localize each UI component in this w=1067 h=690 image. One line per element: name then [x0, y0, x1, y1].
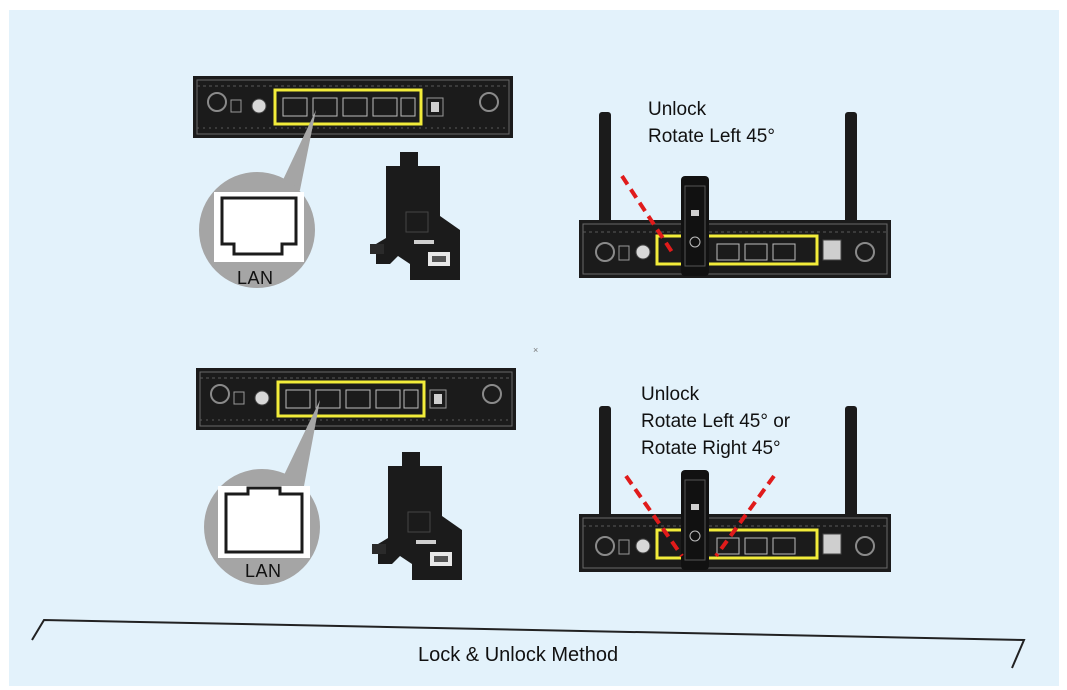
- lan-label-bottom: LAN: [245, 561, 282, 581]
- router-rear-view-bottom: [194, 366, 518, 432]
- rotate-right-guide-bottom: [714, 474, 776, 558]
- instruction-bottom: Unlock Rotate Left 45° or Rotate Right 4…: [641, 381, 790, 462]
- instruction-bottom-line2: Rotate Left 45° or: [641, 411, 791, 432]
- lan-port-icon-top: [214, 192, 304, 262]
- instruction-top-line2: Rotate Left 45°: [648, 126, 775, 147]
- diagram-panel: [9, 10, 1059, 686]
- dongle-side-view-bottom: [371, 451, 463, 581]
- router-rear-view-top: [191, 74, 515, 140]
- instruction-bottom-line1: Unlock: [641, 384, 700, 405]
- instruction-bottom-line3: Rotate Right 45°: [641, 438, 781, 459]
- diagram-caption: Lock & Unlock Method: [418, 644, 619, 666]
- lan-label-top: LAN: [237, 268, 274, 288]
- caption-bracket: [31, 618, 1026, 669]
- dongle-side-view-top: [369, 151, 461, 281]
- instruction-top: Unlock Rotate Left 45°: [648, 96, 775, 150]
- lan-port-icon-bottom: [218, 486, 310, 558]
- rotate-left-guide-bottom: [624, 474, 684, 558]
- instruction-top-line1: Unlock: [648, 99, 707, 120]
- stray-mark: ×: [533, 345, 538, 355]
